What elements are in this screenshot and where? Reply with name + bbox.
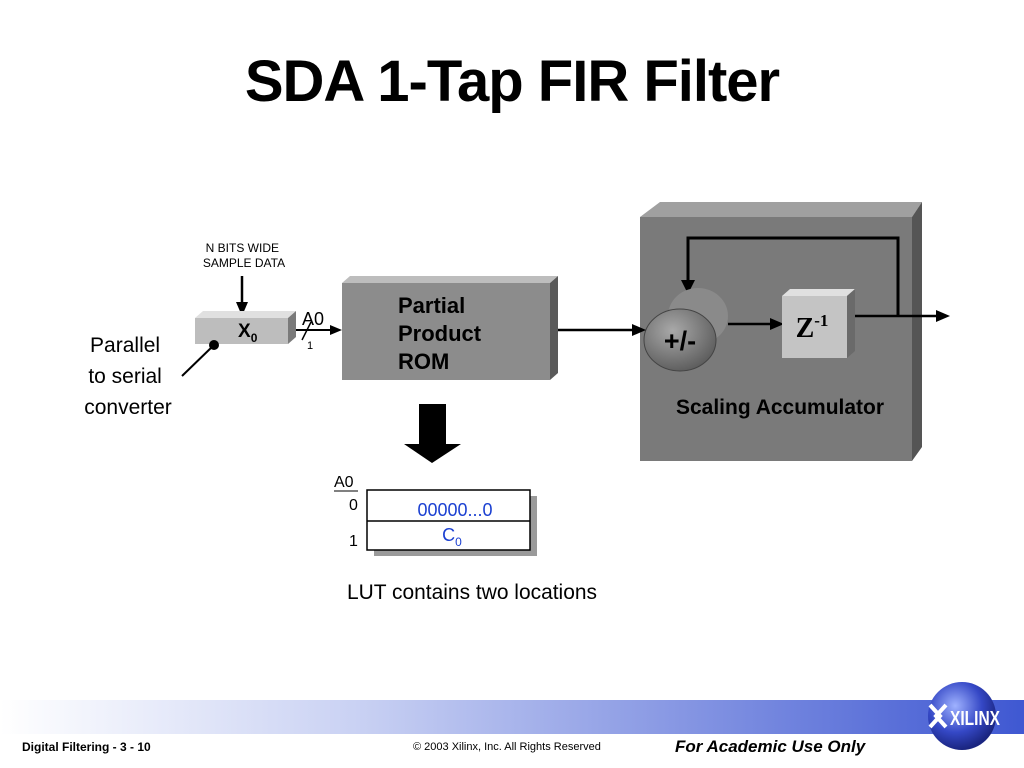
logo-text: XILINX [950,708,1001,730]
lut-row-0-address: 0 [349,497,358,514]
register-label: X0 [238,321,258,345]
rom-label: Partial Product ROM [398,293,487,374]
footer-slide-number: Digital Filtering - 3 - 10 [22,740,151,754]
rom-to-adder-arrow [558,324,646,336]
output-arrow [855,310,950,322]
slide-title: SDA 1-Tap FIR Filter [244,49,780,114]
lut-row-0-value: 00000...0 [417,500,492,520]
adder-node [643,288,728,372]
adder-label: +/- [664,326,696,356]
shift-register [195,311,296,344]
lut-address-header: A0 [334,474,354,491]
lut-row-1-value: C0 [442,525,462,549]
lut-table [366,489,537,556]
input-data-label: N BITS WIDE SAMPLE DATA [203,241,285,270]
converter-pointer [181,340,219,377]
delay-box [782,289,855,358]
footer-copyright: © 2003 Xilinx, Inc. All Rights Reserved [413,741,601,753]
xilinx-logo: XILINX [928,682,1001,750]
footer-academic-note: For Academic Use Only [675,737,866,756]
input-arrow [236,276,248,316]
address-label: A0 [302,309,324,329]
down-arrow-icon [404,404,461,463]
converter-label: Parallel to serial converter [84,334,172,419]
accumulator-label: Scaling Accumulator [676,396,884,419]
adder-to-delay-arrow [728,318,784,330]
lut-caption: LUT contains two locations [347,581,597,604]
feedback-path [681,236,900,316]
lut-row-1-address: 1 [349,533,358,550]
bus-width-label: 1 [307,340,313,352]
delay-label: Z-1 [796,311,829,344]
register-to-rom-arrow [296,321,342,341]
footer-band [0,700,1024,734]
partial-product-rom [342,276,558,380]
